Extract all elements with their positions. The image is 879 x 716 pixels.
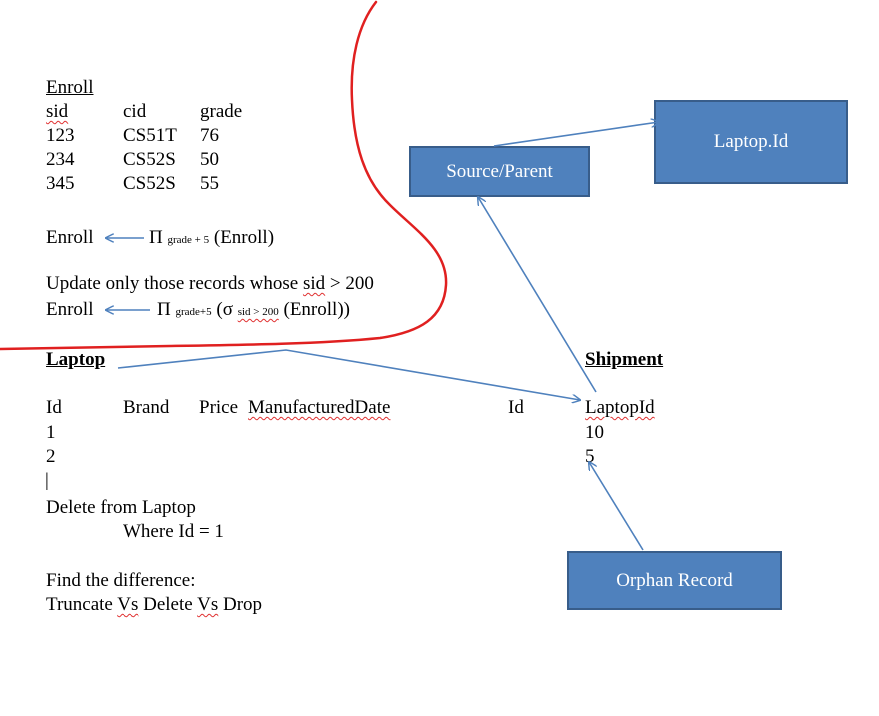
laptop-title: Laptop	[46, 349, 106, 370]
enroll-cell-cid-3: CS52S	[123, 173, 176, 194]
laptop-cell-id-1: 1	[46, 422, 56, 443]
laptop-id-box: Laptop.Id	[654, 100, 848, 184]
shipment-cell-laptop-id-1: 10	[585, 422, 604, 443]
difference-items: Truncate Vs Delete Vs Drop	[46, 594, 263, 615]
laptop-header-id: Id	[46, 397, 62, 418]
enroll-cell-sid-2: 234	[46, 149, 75, 170]
delete-statement-line-2: Where Id = 1	[123, 521, 224, 542]
arrow-orphan-to-value	[589, 462, 644, 551]
orphan-record-box: Orphan Record	[567, 551, 782, 610]
expr1-body: Π grade + 5 (Enroll)	[149, 227, 274, 251]
enroll-cell-sid-1: 123	[46, 125, 75, 146]
enroll-cell-grade-3: 55	[200, 173, 219, 194]
enroll-cell-grade-1: 76	[200, 125, 219, 146]
expr1-subscript: grade + 5	[167, 234, 210, 246]
laptop-cell-id-2: 2	[46, 446, 56, 467]
difference-heading: Find the difference:	[46, 570, 196, 591]
shipment-title: Shipment	[585, 349, 664, 370]
shipment-header-laptop-id: LaptopId	[585, 397, 655, 418]
enroll-header-sid: sid	[46, 101, 69, 122]
delete-statement-line-1: Delete from Laptop	[46, 497, 196, 518]
laptop-header-brand: Brand	[123, 397, 170, 418]
expr2-body: Π grade+5 (σ sid > 200 (Enroll))	[157, 299, 350, 323]
text-cursor: |	[45, 470, 49, 491]
update-note: Update only those records whose sid > 20…	[46, 273, 374, 294]
enroll-title: Enroll	[46, 77, 94, 98]
arrow-source-to-laptop-id	[493, 122, 659, 147]
expr1-rhs: (Enroll)	[213, 227, 275, 248]
expr2-open: (σ	[216, 299, 233, 320]
enroll-cell-cid-2: CS52S	[123, 149, 176, 170]
arrow-laptop-to-laptopid	[117, 349, 580, 400]
shipment-header-id: Id	[508, 397, 524, 418]
red-separator-curve	[0, 0, 448, 351]
shipment-cell-laptop-id-2: 5	[585, 446, 595, 467]
expr1-lhs: Enroll	[46, 227, 94, 248]
pi-symbol-2: Π	[157, 299, 171, 320]
update-note-sid: sid	[302, 273, 326, 294]
arrow-laptopid-to-source	[478, 197, 597, 393]
pi-symbol: Π	[149, 227, 163, 248]
expr2-rhs: (Enroll))	[283, 299, 350, 320]
laptop-header-price: Price	[199, 397, 239, 418]
enroll-cell-cid-1: CS51T	[123, 125, 177, 146]
expr2-lhs: Enroll	[46, 299, 94, 320]
expr2-subscript: grade+5	[175, 306, 212, 318]
expr2-subscript-2: sid > 200	[237, 306, 279, 318]
enroll-cell-grade-2: 50	[200, 149, 219, 170]
enroll-header-grade: grade	[200, 101, 243, 122]
source-parent-box: Source/Parent	[409, 146, 590, 197]
enroll-header-cid: cid	[123, 101, 147, 122]
enroll-cell-sid-3: 345	[46, 173, 75, 194]
laptop-header-manufactured-date: ManufacturedDate	[248, 397, 391, 418]
